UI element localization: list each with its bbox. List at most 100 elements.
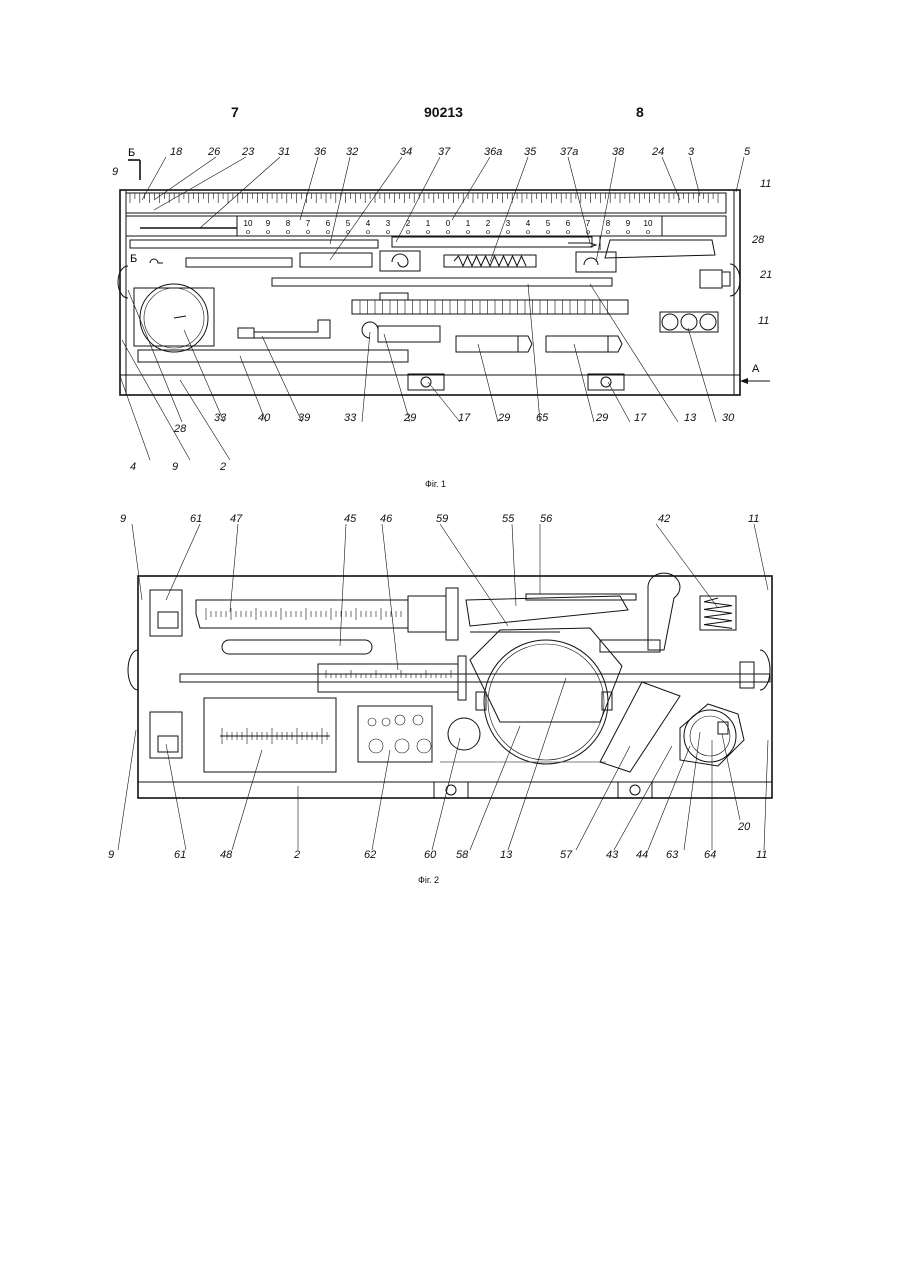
scale-number: 2 [486,219,491,228]
label-28b: 28 [173,423,187,435]
figure-2-drawing: 9 61 47 45 46 59 55 56 42 11 9 61 48 2 6… [0,500,901,900]
label-29a: 29 [403,412,416,424]
label-11d: 11 [756,849,767,861]
figure-1-drawing: 10987654321012345678910 [0,0,901,480]
scale-number: 1 [426,219,431,228]
label-4: 4 [130,461,136,473]
scale-number: 4 [526,219,531,228]
scale-hole [647,231,650,234]
scale-number: 8 [286,219,291,228]
scale-number: 3 [386,219,391,228]
scale-number: 5 [546,219,551,228]
label-a-arrow: А [752,363,760,375]
scale-number: 0 [446,219,451,228]
label-35: 35 [524,146,537,158]
label-5: 5 [744,146,751,158]
large-disk [484,640,608,764]
label-61a: 61 [190,513,202,525]
label-57: 57 [560,849,573,861]
label-48: 48 [220,849,233,861]
scale-hole [247,231,250,234]
scale-hole [627,231,630,234]
scale-hole [287,231,290,234]
label-11c: 11 [748,513,759,525]
scale-number: 3 [506,219,511,228]
label-45: 45 [344,513,357,525]
label-29b: 29 [497,412,510,424]
label-17a: 17 [458,412,471,424]
scale-hole [267,231,270,234]
label-26: 26 [207,146,221,158]
label-63: 63 [666,849,679,861]
label-60: 60 [424,849,437,861]
label-33a: 33 [214,412,227,424]
scale-hole [427,231,430,234]
label-42: 42 [658,513,670,525]
scale-number: 2 [406,219,411,228]
scale-number: 7 [586,219,591,228]
scale-hole [447,231,450,234]
label-23: 23 [241,146,255,158]
top-ruler [126,193,726,213]
label-2b: 2 [293,849,300,861]
label-21: 21 [759,269,772,281]
scale-number: 1 [466,219,471,228]
scale-hole [567,231,570,234]
label-37a: 37а [560,146,578,158]
scale-hole [367,231,370,234]
label-33b: 33 [344,412,357,424]
figure-1-bottom-labels: 28 33 40 39 33 29 17 29 65 29 17 13 30 4… [130,412,735,473]
tube-cells [360,300,608,314]
figure-2-caption: Фіг. 2 [418,875,439,885]
label-9a: 9 [112,166,118,178]
label-9d: 9 [108,849,114,861]
label-11b: 11 [758,315,769,327]
scale-number: 6 [326,219,331,228]
scale-hole [387,231,390,234]
scale-hole [547,231,550,234]
scale-number: 7 [306,219,311,228]
scale-number: 9 [266,219,271,228]
label-47: 47 [230,513,243,525]
scale-hole [487,231,490,234]
label-56: 56 [540,513,553,525]
scale-number: 4 [366,219,371,228]
scale-number: 6 [566,219,571,228]
hexagon-frame [470,628,622,722]
scale-hole [507,231,510,234]
label-36: 36 [314,146,327,158]
scale-numbers: 10987654321012345678910 [244,219,653,234]
scale-number: 8 [606,219,611,228]
scale-hole [307,231,310,234]
label-20: 20 [737,821,751,833]
label-32: 32 [346,146,358,158]
label-55: 55 [502,513,515,525]
syringe-scale [206,608,401,620]
label-59: 59 [436,513,448,525]
label-40: 40 [258,412,271,424]
scale-hole [527,231,530,234]
scale-hole [407,231,410,234]
scale-hole [327,231,330,234]
label-28a: 28 [751,234,765,246]
label-b-side: Б [130,253,137,265]
scale-hole [467,231,470,234]
label-38: 38 [612,146,625,158]
label-46: 46 [380,513,393,525]
label-34: 34 [400,146,412,158]
label-39: 39 [298,412,310,424]
label-13: 13 [684,412,697,424]
label-44: 44 [636,849,648,861]
label-2: 2 [219,461,226,473]
label-36a: 36а [484,146,502,158]
scale-number: 9 [626,219,631,228]
scale-number: 10 [644,219,653,228]
figure-1-caption: Фіг. 1 [425,479,446,489]
figure-1-top-labels: 18 26 23 31 36 32 34 37 36а 35 37а 38 24… [170,146,751,158]
figure-2-bottom-labels: 9 61 48 2 62 60 58 13 57 43 44 63 64 11 [108,849,767,861]
label-29c: 29 [595,412,608,424]
figure-2-top-labels: 9 61 47 45 46 59 55 56 42 11 [120,513,759,525]
scale-hole [607,231,610,234]
label-9c: 9 [120,513,126,525]
label-64: 64 [704,849,716,861]
